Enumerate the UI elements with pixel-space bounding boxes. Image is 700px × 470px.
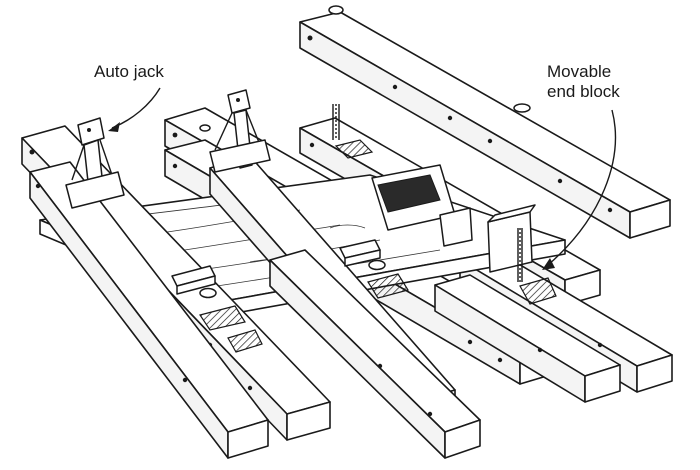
- hex-nuts: [199, 124, 386, 299]
- right-lower-beam-2: [434, 274, 621, 403]
- movable-end-block-label: Movable end block: [547, 62, 620, 102]
- auto-jack-leader: [108, 87, 161, 132]
- left-lower-beam: [29, 161, 269, 459]
- far-top-beam-nut: [328, 5, 531, 113]
- far-top-beam: [299, 11, 671, 239]
- movable-end-block: [487, 204, 536, 282]
- spacer-block-center: [339, 239, 381, 267]
- auto-jack-left: [65, 117, 125, 209]
- threaded-rod-back: [332, 104, 340, 140]
- auto-jack-label: Auto jack: [94, 62, 164, 81]
- center-lower-beam: [269, 249, 481, 459]
- auto-jack-center: [209, 89, 271, 173]
- spacer-block-left: [171, 265, 216, 295]
- movable-end-block-label-line2: end block: [547, 82, 620, 101]
- end-block-leader: [542, 109, 616, 270]
- movable-end-block-label-line1: Movable: [547, 62, 612, 81]
- bar-clamp: [371, 164, 473, 247]
